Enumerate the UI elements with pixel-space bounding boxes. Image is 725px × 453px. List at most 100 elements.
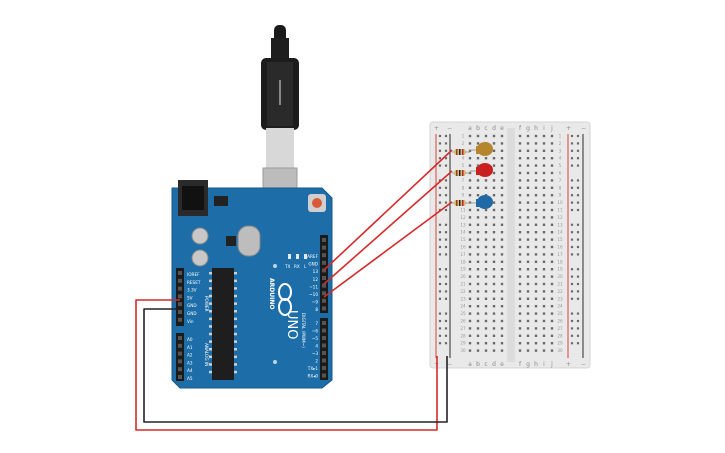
led-yellow[interactable] <box>470 142 493 156</box>
breadboard-row-number: 12 <box>557 215 563 220</box>
breadboard-row-number: 1 <box>462 134 465 139</box>
power-pin-label: GND <box>187 303 197 308</box>
digital-pin-label: 4 <box>315 344 318 349</box>
crystal <box>237 225 261 257</box>
breadboard-row-number: 18 <box>460 259 466 264</box>
digital-pin-label: GND <box>308 262 318 267</box>
breadboard-row-number: 23 <box>557 296 563 301</box>
breadboard-row-number: 11 <box>557 208 563 213</box>
breadboard-row-number: 30 <box>557 348 563 353</box>
breadboard-row-number: 17 <box>460 252 466 257</box>
analog-pin-label: A4 <box>187 368 193 373</box>
wire-5v-to-rail[interactable] <box>135 299 438 431</box>
breadboard-row-number: 13 <box>460 222 466 227</box>
wire-pin13-to-led[interactable] <box>323 149 453 271</box>
rail-plus-label: + <box>566 361 571 368</box>
digital-pin-label: ~10 <box>309 292 318 297</box>
breadboard-row-number: 4 <box>559 156 562 161</box>
breadboard-row-number: 8 <box>462 185 465 190</box>
breadboard-row-number: 27 <box>557 326 563 331</box>
digital-pin-label: 13 <box>313 269 319 274</box>
power-pin-label: GND <box>187 311 197 316</box>
breadboard-column-label: d <box>492 361 496 368</box>
breadboard-row-number: 12 <box>460 215 466 220</box>
rail-plus-label: + <box>434 125 439 132</box>
breadboard-row-number: 17 <box>557 252 563 257</box>
breadboard-row-number: 14 <box>557 230 563 235</box>
breadboard-column-label: d <box>492 125 496 132</box>
rail-minus-label: − <box>581 125 586 132</box>
resistor-2[interactable] <box>452 170 470 176</box>
breadboard-row-number: 19 <box>557 267 563 272</box>
breadboard-row-number: 2 <box>462 141 465 146</box>
breadboard-column-label: b <box>476 125 480 132</box>
digital-pin-label: 7 <box>315 321 318 326</box>
arduino-infinity-logo-icon <box>278 283 292 316</box>
breadboard-row-number: 29 <box>557 341 563 346</box>
breadboard-row-number: 15 <box>557 237 563 242</box>
breadboard-row-number: 27 <box>460 326 466 331</box>
led-red[interactable] <box>470 163 493 177</box>
led-blue[interactable] <box>470 195 493 209</box>
digital-section-label: DIGITAL (PWM~) <box>301 313 306 348</box>
power-pin-label: RESET <box>187 280 201 285</box>
led-label-tx: TX <box>284 264 291 269</box>
breadboard-column-label: i <box>543 125 545 132</box>
breadboard-column-label: a <box>468 125 472 132</box>
breadboard-row-number: 4 <box>462 156 465 161</box>
breadboard-row-number: 5 <box>462 163 465 168</box>
breadboard-row-number: 9 <box>559 193 562 198</box>
rail-minus-label: − <box>447 125 452 132</box>
rail-minus-label: − <box>447 361 452 368</box>
breadboard-column-label: f <box>519 361 522 368</box>
resistor-1[interactable] <box>452 149 470 155</box>
breadboard-row-number: 18 <box>557 259 563 264</box>
breadboard-row-number: 22 <box>557 289 563 294</box>
breadboard-column-label: j <box>550 125 553 132</box>
breadboard-row-number: 11 <box>460 208 466 213</box>
breadboard-row-number: 24 <box>557 304 563 309</box>
digital-header-top <box>320 235 328 313</box>
breadboard-column-label: c <box>484 361 487 368</box>
breadboard-row-number: 2 <box>559 141 562 146</box>
breadboard-row-number: 23 <box>460 296 466 301</box>
breadboard-row-number: 5 <box>559 163 562 168</box>
digital-header-bottom <box>320 318 328 380</box>
breadboard-row-number: 20 <box>460 274 466 279</box>
wire-pin9-to-led[interactable] <box>323 201 453 298</box>
wire-gnd-to-rail[interactable] <box>143 308 448 423</box>
breadboard-row-number: 30 <box>460 348 466 353</box>
digital-pin-label: RX◂0 <box>307 374 318 379</box>
digital-pin-label: 2 <box>315 359 318 364</box>
breadboard-column-label: f <box>519 125 522 132</box>
analog-pin-label: A1 <box>187 345 193 350</box>
breadboard-row-number: 21 <box>460 282 466 287</box>
breadboard-row-number: 9 <box>462 193 465 198</box>
breadboard-row-number: 16 <box>460 245 466 250</box>
resistor-3[interactable] <box>452 200 470 206</box>
breadboard-row-number: 16 <box>557 245 563 250</box>
breadboard-column-label: i <box>543 361 545 368</box>
analog-header <box>176 333 184 381</box>
breadboard-column-label: e <box>500 361 504 368</box>
breadboard-column-label: j <box>550 361 553 368</box>
breadboard-column-label: g <box>526 361 530 368</box>
rail-plus-label: + <box>566 125 571 132</box>
breadboard-row-number: 24 <box>460 304 466 309</box>
breadboard-row-number: 26 <box>460 319 466 324</box>
capacitor <box>191 249 209 267</box>
breadboard-row-number: 8 <box>559 185 562 190</box>
breadboard-column-label: c <box>484 125 487 132</box>
breadboard-column-label: h <box>534 125 538 132</box>
breadboard-row-number: 19 <box>460 267 466 272</box>
breadboard-column-label: a <box>468 361 472 368</box>
breadboard-row-number: 28 <box>557 333 563 338</box>
breadboard-column-label: h <box>534 361 538 368</box>
digital-pin-label: 12 <box>313 277 319 282</box>
wire-pin11-to-led[interactable] <box>323 170 453 285</box>
power-section-label: POWER <box>204 296 209 312</box>
breadboard-row-number: 1 <box>559 134 562 139</box>
digital-pin-label: AREF <box>307 254 318 259</box>
